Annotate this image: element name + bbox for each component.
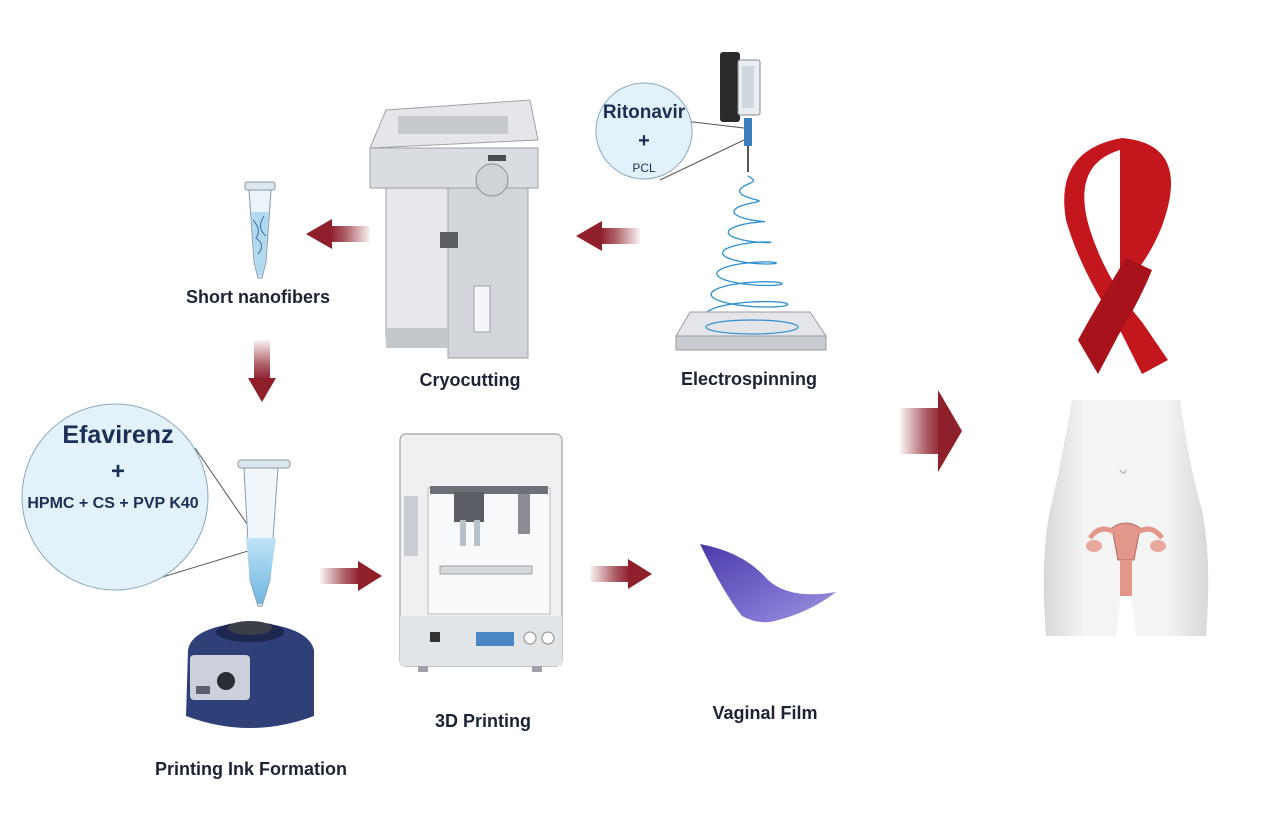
ritonavir-bubble	[595, 82, 693, 180]
arrow-to-application	[900, 390, 962, 472]
fiber-spiral	[704, 175, 789, 329]
arrow-cryocutting-to-nanofibers	[306, 219, 370, 249]
arrow-printer-to-film	[590, 559, 652, 589]
3d-printer-icon	[399, 433, 563, 672]
cryotome-icon	[369, 99, 539, 359]
bubble-pointer-line	[659, 139, 745, 181]
microtube-icon	[244, 181, 276, 279]
pcl-label: PCL	[632, 161, 656, 175]
efavirenz-bubble	[21, 403, 209, 591]
uterus-icon	[1086, 522, 1166, 596]
collector-plate	[675, 311, 827, 351]
arrow-electrospinning-to-cryocutting	[576, 221, 640, 251]
polymers-label: HPMC + CS + PVP K40	[27, 495, 199, 512]
label-printing-ink-formation: Printing Ink Formation	[155, 759, 347, 779]
efavirenz-plus: +	[110, 458, 126, 485]
label-electrospinning: Electrospinning	[680, 369, 818, 389]
female-body-icon	[1043, 400, 1209, 636]
label-vaginal-film: Vaginal Film	[712, 703, 818, 723]
film-icon	[700, 544, 836, 623]
ritonavir-label: Ritonavir	[602, 102, 686, 123]
awareness-ribbon-icon	[1064, 138, 1171, 374]
label-3d-printing: 3D Printing	[434, 711, 532, 731]
label-cryocutting: Cryocutting	[419, 370, 521, 390]
ritonavir-plus: +	[638, 130, 650, 152]
arrow-nanofibers-down	[248, 340, 276, 402]
arrow-ink-to-printer	[320, 561, 382, 591]
syringe-pump-icon	[720, 52, 761, 172]
vortex-mixer-icon	[186, 621, 314, 728]
microtube-icon	[237, 459, 291, 607]
efavirenz-label: Efavirenz	[62, 421, 174, 449]
label-short-nanofibers: Short nanofibers	[185, 287, 331, 307]
